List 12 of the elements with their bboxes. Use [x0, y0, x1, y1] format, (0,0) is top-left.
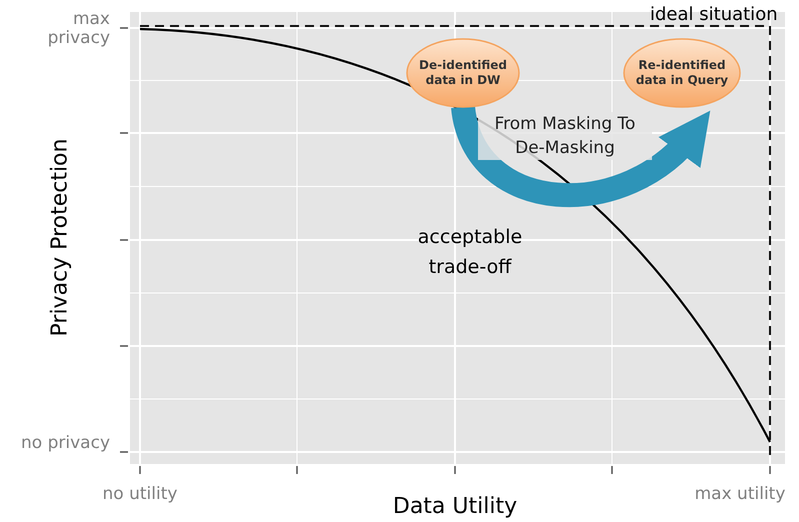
axis-title: Privacy Protection: [48, 138, 72, 338]
axis-title: Data Utility: [392, 494, 518, 519]
annotation: acceptable trade-off: [416, 225, 524, 280]
curved-arrow: [451, 104, 712, 207]
edge-label: From Masking To De-Masking: [478, 112, 652, 160]
tick-label: max utility: [694, 485, 786, 504]
node-text: De-identified data in DW: [418, 58, 508, 88]
tick-label: no utility: [102, 485, 178, 504]
node-text: Re-identified data in Query: [634, 58, 730, 88]
annotation: ideal situation: [650, 4, 778, 25]
tick-label: max privacy: [46, 10, 110, 48]
tick-label: no privacy: [20, 434, 110, 453]
